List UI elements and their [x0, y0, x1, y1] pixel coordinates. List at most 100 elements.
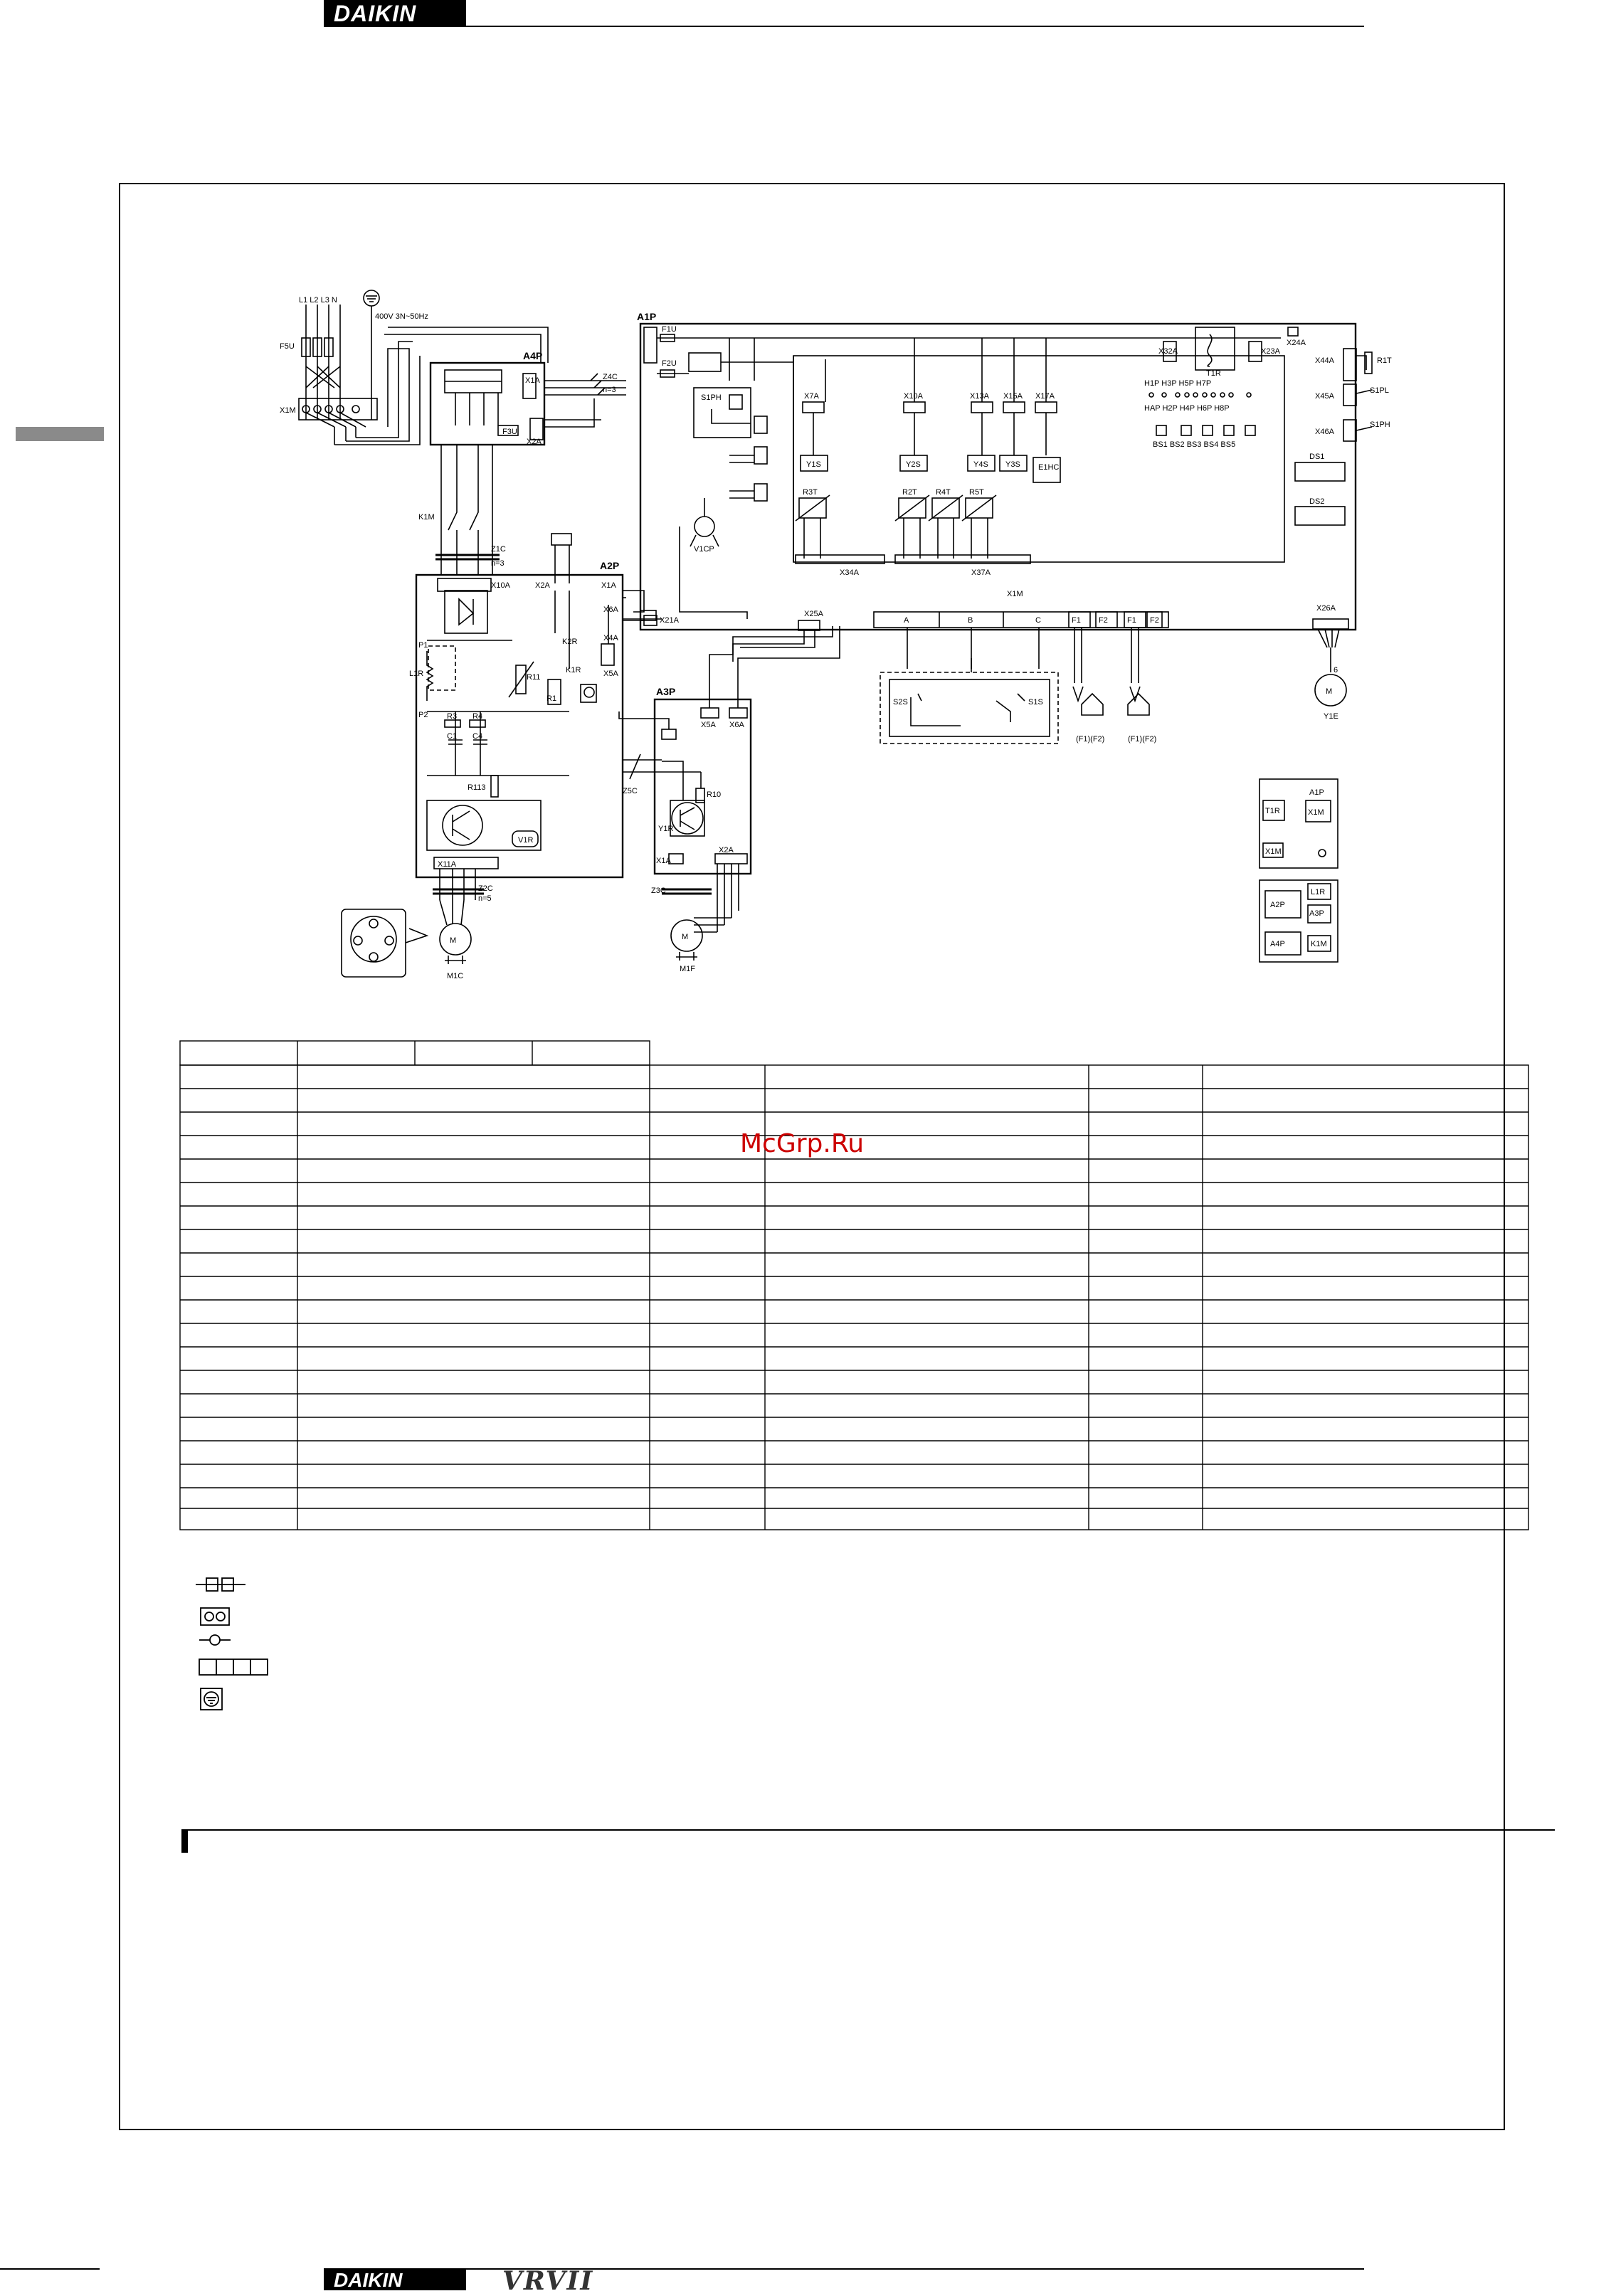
f1u-label: F1U [662, 325, 677, 334]
abc-b-label: B [968, 616, 973, 625]
supply-voltage-label: 400V 3N~50Hz [375, 312, 428, 321]
side-tab-marker [16, 427, 104, 441]
x21a-label: X21A [660, 616, 680, 625]
abc-a-label: A [904, 616, 909, 625]
bs-label: BS1 BS2 BS3 BS4 BS5 [1153, 440, 1235, 449]
f1f2-b-label: (F1)(F2) [1128, 735, 1156, 744]
e1hc-label: E1HC [1038, 463, 1059, 472]
x23a-label: X23A [1261, 347, 1281, 356]
layout-x1m2-label: X1M [1308, 808, 1324, 817]
k1r-label: K1R [566, 666, 581, 674]
board-a3p-label: A3P [656, 686, 675, 697]
r113-label: R113 [468, 783, 485, 792]
z3c-label: Z3C [651, 887, 666, 895]
earth-icon [363, 290, 380, 307]
x1m-label: X1M [280, 406, 296, 415]
f1b-label: F1 [1127, 616, 1136, 625]
y1e-label: Y1E [1324, 712, 1338, 721]
p1-label: P1 [418, 641, 428, 650]
layout-a3p-label: A3P [1309, 909, 1324, 918]
x11a-label: X11A [438, 860, 457, 869]
x44a-label: X44A [1315, 356, 1335, 365]
layout-a2p-label: A2P [1270, 901, 1285, 909]
a2p-x2a-label: X2A [535, 581, 550, 590]
x7a-label: X7A [804, 392, 819, 401]
a3p-x5a-label: X5A [701, 721, 716, 729]
x4a-label: X4A [603, 634, 618, 642]
n6-label: 6 [1334, 666, 1338, 674]
x26a-label: X26A [1316, 604, 1336, 613]
terminal-icon [199, 1634, 231, 1646]
z5c-label: Z5C [623, 787, 638, 795]
r1-label: R1 [546, 694, 556, 703]
layout-x1m-label: X1M [1265, 847, 1282, 856]
footer-brand-text: DAIKIN [334, 2269, 403, 2291]
header-brand-text: DAIKIN [334, 1, 417, 26]
f2u-label: F2U [662, 359, 677, 368]
legend-earth-icon [200, 1688, 223, 1710]
f2-label: F2 [1099, 616, 1108, 625]
c4-label: C4 [472, 732, 482, 741]
connector-icon [196, 1577, 245, 1592]
footer-rule-left [0, 2268, 100, 2270]
x32a-label: X32A [1158, 347, 1178, 356]
c1-label: C1 [447, 732, 457, 741]
layout-k1m-label: K1M [1311, 940, 1327, 948]
ds1-label: DS1 [1309, 453, 1324, 461]
a3p-x1a-label: X1A [656, 857, 671, 865]
layout-a1p-label: A1P [1309, 788, 1324, 797]
k1m-label: K1M [418, 513, 435, 522]
f1f2-a-label: (F1)(F2) [1076, 735, 1104, 744]
x10a-a1p-label: X10A [904, 392, 924, 401]
r10-label: R10 [707, 790, 721, 799]
led-bottom-label: HAP H2P H4P H6P H8P [1144, 404, 1230, 413]
board-a2p-label: A2P [600, 560, 619, 571]
x17a-label: X17A [1035, 392, 1055, 401]
daikin-header-logo: DAIKIN [324, 0, 466, 27]
wiring-strip-icon [199, 1658, 268, 1676]
k2r-label: K2R [562, 638, 577, 646]
a4p-x2a-label: X2A [527, 438, 542, 446]
board-a4p-label: A4P [523, 350, 542, 361]
x46a-label: X46A [1315, 428, 1335, 436]
layout-t1r-label: T1R [1265, 807, 1280, 815]
v1cp-label: V1CP [694, 545, 714, 554]
r5t-label: R5T [969, 488, 984, 497]
board-a1p-label: A1P [637, 311, 656, 322]
s1ph-right-label: S1PH [1370, 420, 1390, 429]
z4c-label: Z4C [603, 373, 618, 381]
z2c-n-label: n=5 [478, 894, 492, 903]
x24a-label: X24A [1287, 339, 1306, 347]
layout-a4p-label: A4P [1270, 940, 1285, 948]
x5a-label: X5A [603, 670, 618, 678]
r3t-label: R3T [803, 488, 818, 497]
x45a-label: X45A [1315, 392, 1335, 401]
x15a-label: X15A [1003, 392, 1023, 401]
ds2-label: DS2 [1309, 497, 1324, 506]
x1a-label: X1A [525, 376, 540, 385]
r11-label: R11 [527, 673, 540, 682]
m1c-label: M1C [447, 972, 463, 980]
a3p-x6a-label: X6A [729, 721, 744, 729]
f1-label: F1 [1072, 616, 1081, 625]
m1f-symbol: M [682, 933, 688, 941]
s2s-label: S2S [893, 698, 908, 707]
p2-label: P2 [418, 711, 428, 719]
r4-label: R4 [472, 712, 482, 721]
s1s-label: S1S [1028, 698, 1043, 707]
header-rule [324, 26, 1364, 27]
x6a-label: X6A [603, 605, 618, 614]
x10a-label: X10A [491, 581, 511, 590]
x34a-label: X34A [840, 568, 860, 577]
a3p-x2a-label: X2A [719, 846, 734, 855]
v1r-label: V1R [518, 836, 533, 845]
y1s-label: Y1S [806, 460, 821, 469]
footer-rule [324, 2268, 1364, 2270]
terminal-label-l1: L1 L2 L3 N [299, 296, 337, 305]
y3s-label: Y3S [1005, 460, 1020, 469]
terminal-strip-icon [200, 1607, 230, 1626]
fuse-label: F5U [280, 342, 295, 351]
s1ph-label: S1PH [701, 393, 722, 402]
y1r-label: Y1R [658, 825, 673, 833]
